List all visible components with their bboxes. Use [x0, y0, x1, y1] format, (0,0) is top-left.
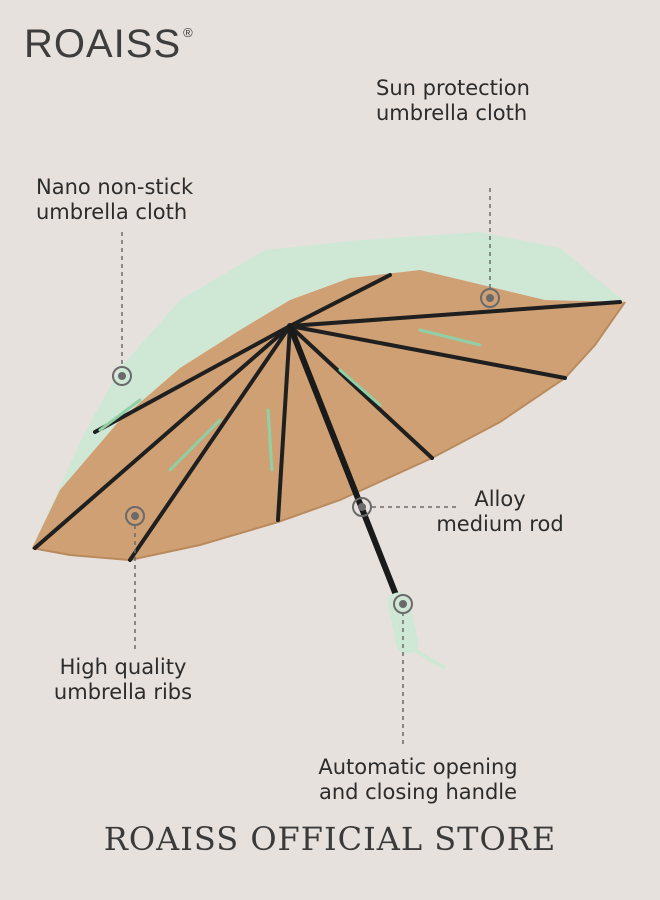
umbrella-shaft: [287, 323, 401, 603]
callout-sun-protection-line1: Sun protection: [376, 76, 530, 100]
callout-sun-protection-line2: umbrella cloth: [376, 101, 528, 125]
callout-markers: [112, 288, 500, 614]
brand-logo: ROAISS®: [24, 24, 194, 64]
canopy-outer: [32, 232, 625, 548]
callout-ribs-line1: High quality: [59, 655, 187, 679]
brand-name: ROAISS: [24, 22, 182, 66]
callout-sun-protection: Sun protection umbrella cloth: [376, 76, 530, 126]
callout-handle-line1: Automatic opening: [318, 755, 518, 779]
store-name-footer: ROAISS OFFICIAL STORE: [103, 820, 557, 858]
callout-alloy-rod: Alloy medium rod: [430, 487, 570, 537]
callout-nano-non-stick: Nano non-stick umbrella cloth: [36, 175, 193, 225]
callout-alloy-line1: Alloy: [474, 487, 526, 511]
canopy-edge: [31, 301, 626, 562]
registered-mark: ®: [183, 25, 194, 40]
callout-handle: Automatic opening and closing handle: [302, 755, 534, 805]
callout-nano-line2: umbrella cloth: [36, 200, 188, 224]
callout-ribs-line2: umbrella ribs: [53, 680, 193, 704]
callout-nano-line1: Nano non-stick: [36, 175, 194, 199]
umbrella-ribs: [33, 273, 622, 562]
callout-alloy-line2: medium rod: [436, 512, 564, 536]
callout-ribs: High quality umbrella ribs: [42, 655, 204, 705]
callout-handle-line2: and closing handle: [318, 780, 518, 804]
rib-accents: [98, 328, 482, 472]
callout-guide-lines: [121, 188, 491, 748]
